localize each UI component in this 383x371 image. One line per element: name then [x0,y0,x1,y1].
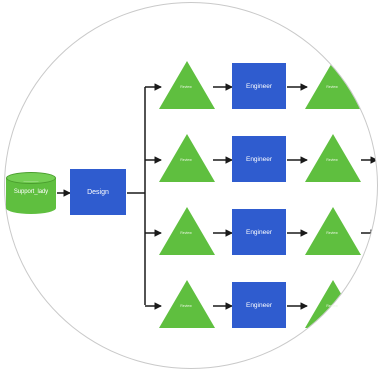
next-triangle-label-3: Review [326,231,338,235]
engineer-box-1: Engineer [232,63,286,109]
engineer-box-3: Engineer [232,209,286,255]
review-triangle-label-4: Review [180,304,192,308]
next-triangle-label-2: Review [326,158,338,162]
engineer-box-label: Engineer [245,228,273,236]
next-triangle-label-1: Review [326,85,338,89]
next-triangle-4 [305,280,361,328]
review-triangle-1 [159,61,215,109]
next-triangle-label-4: Review [326,304,338,308]
engineer-box-label: Engineer [245,301,273,309]
next-triangle-3 [305,207,361,255]
connectors-layer [57,61,378,328]
review-triangle-label-1: Review [180,85,192,89]
offscreen-box-1 [377,136,378,182]
next-triangle-1 [305,61,361,109]
review-triangle-label-2: Review [180,158,192,162]
source-database-label: Support_lady [13,189,49,195]
engineer-box-label: Engineer [245,82,273,90]
source-database-sublabel: ────── [23,180,39,184]
cylinder-top [6,172,56,184]
design-box: Design [70,169,126,215]
review-triangle-label-3: Review [180,231,192,235]
review-triangle-2 [159,134,215,182]
engineer-box-label: Engineer [245,155,273,163]
engineer-box-2: Engineer [232,136,286,182]
review-triangle-4 [159,280,215,328]
engineer-box-4: Engineer [232,282,286,328]
offscreen-box-2 [377,209,378,255]
source-database: ────── Support_lady [6,170,56,214]
magnifier-lens [4,2,378,369]
design-box-label: Design [87,188,109,196]
next-triangle-2 [305,134,361,182]
review-triangle-3 [159,207,215,255]
